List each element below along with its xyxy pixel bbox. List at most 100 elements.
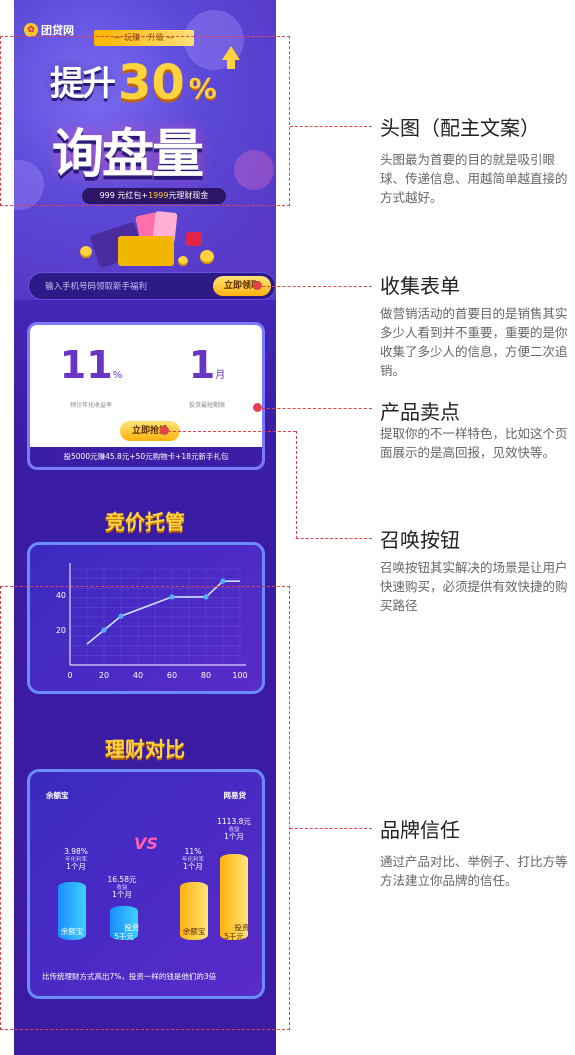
bonus-text-a: 999 元红包+: [99, 191, 149, 200]
gift-illustration: [74, 210, 224, 269]
x-tick-label: 0: [67, 671, 72, 680]
tuandai-bar-label: 余额宝: [182, 927, 206, 936]
vs-label: VS: [134, 834, 158, 853]
data-point: [101, 627, 107, 633]
yeb-income-caption: 收益: [116, 884, 128, 891]
hero-ribbon: — 玩赚 · 升级 —: [94, 30, 194, 46]
term-caption: 投资最短期限: [188, 402, 225, 409]
data-point: [169, 594, 175, 600]
tuandai-invest-label: 投资 5千元: [224, 923, 250, 941]
x-tick-label: 60: [167, 671, 177, 680]
annotation-body-trust: 通过产品对比、举例子、打比方等方法建立你品牌的信任。: [380, 854, 568, 888]
yeb-rate-bar: 余额宝: [58, 882, 86, 940]
tuandai-term: 1个月: [183, 861, 203, 871]
x-tick-label: 80: [201, 671, 211, 680]
coin-icon: [80, 246, 92, 258]
selling-footer: 投5000元赚45.8元+50元购物卡+18元新手礼包: [30, 447, 262, 467]
yeb-income-stat: 16.58元 收益 1个月: [100, 875, 144, 900]
line-chart: 0 20 40 60 80 100 20 40: [56, 563, 248, 680]
right-brand: 网易贷: [223, 791, 247, 800]
selling-point-card: 11% 预计年化收益率 1月 投资最短期限 立即抢投 投5000元赚45.8元+…: [27, 322, 265, 470]
annotation-title-trust: 品牌信任: [380, 818, 460, 842]
yeb-term: 1个月: [66, 861, 86, 871]
data-point: [220, 578, 226, 584]
x-tick-label: 20: [99, 671, 109, 680]
tuandai-rate-stat: 11% 年化利率 1个月: [178, 847, 208, 872]
annotation-body-hero: 头图最为首要的目的就是吸引眼球、传递信息、用越简单越直接的方式越好。: [380, 152, 568, 205]
logo-text: 团贷网: [41, 24, 74, 37]
tuandai-rate: 11%: [184, 847, 202, 856]
annotation-title-hero: 头图（配主文案）: [380, 116, 540, 140]
trust-annotation-box: [0, 586, 290, 1030]
rate-value: 11: [59, 343, 113, 387]
yeb-rate-stat: 3.98% 年化利率 1个月: [56, 847, 96, 872]
term-unit: 月: [215, 370, 226, 381]
data-point: [203, 594, 209, 600]
gift-box: [118, 236, 174, 266]
x-tick-label: 40: [133, 671, 143, 680]
section-title-bidding: 竞价托管: [105, 510, 185, 534]
tuandai-income-caption: 收益: [228, 826, 240, 833]
hero-connector: [290, 126, 372, 127]
compare-footer: 比传统理财方式高出7%，投资一样的钱是他们的3倍: [42, 972, 217, 981]
bonus-pill: 999 元红包+1999元理财现金: [82, 188, 226, 204]
form-connector: [262, 286, 372, 287]
section-title-compare: 理财对比: [105, 737, 185, 761]
headline-prefix: 提升: [50, 64, 116, 104]
term-value: 1: [188, 343, 216, 387]
yeb-invest-label: 投资 5千元: [114, 923, 140, 941]
annotation-title-cta: 召唤按钮: [380, 528, 460, 552]
x-tick-label: 100: [232, 671, 247, 680]
yeb-bar-label: 余额宝: [60, 927, 84, 936]
coin-icon: [178, 256, 188, 266]
yeb-income-term: 1个月: [112, 889, 132, 899]
decor-bubble: [234, 150, 274, 190]
phone-input[interactable]: 输入手机号码领取新手福利: [45, 282, 148, 292]
hero-annotation-box: [0, 36, 290, 206]
y-tick-label: 40: [56, 591, 66, 600]
yeb-rate: 3.98%: [64, 847, 88, 856]
tuandai-income: 1113.8元: [217, 817, 251, 826]
tuandai-rate-bar: 余额宝: [180, 882, 208, 940]
rate-unit: %: [112, 370, 123, 381]
red-envelope: [186, 232, 202, 246]
landing-page-mockup: ✿ 团贷网 — 玩赚 · 升级 — 提升 30 % 询盘量 999 元红包+19…: [14, 0, 276, 1055]
brand-logo[interactable]: ✿ 团贷网: [24, 22, 74, 38]
data-point: [118, 613, 124, 619]
annotation-title-selling: 产品卖点: [380, 400, 460, 424]
yeb-income: 16.58元: [107, 875, 137, 884]
yeb-rate-caption: 年化利率: [64, 856, 87, 863]
headline-main: 询盘量: [52, 125, 204, 185]
headline-percent: %: [188, 72, 217, 105]
cta-marker-dot: [160, 426, 169, 435]
form-marker-dot: [253, 281, 262, 290]
compare-card: 余额宝 网易贷 VS 3.98% 年化利率 1个月 16.58元 收益 1个月 …: [27, 769, 265, 999]
bonus-text-c: 元理财现金: [168, 191, 209, 200]
y-tick-label: 20: [56, 626, 66, 635]
cta-connector-v: [296, 431, 297, 539]
annotation-body-form: 做营销活动的首要目的是销售其实多少人看到并不重要，重要的是你收集了多少人的信息，…: [380, 306, 568, 378]
left-brand: 余额宝: [46, 791, 69, 800]
chart-card: 0 20 40 60 80 100 20 40: [27, 542, 265, 694]
up-arrow-stem: [227, 59, 235, 69]
phone-form: 输入手机号码领取新手福利 立即领取: [28, 272, 276, 300]
annotation-title-form: 收集表单: [380, 274, 460, 298]
yeb-income-bar: 投资 5千元: [110, 906, 140, 941]
bonus-text-b: 1999: [148, 191, 169, 200]
cta-connector-h2: [296, 538, 372, 539]
hero-banner: ✿ 团贷网 — 玩赚 · 升级 — 提升 30 % 询盘量 999 元红包+19…: [14, 0, 276, 300]
selling-marker-dot: [253, 403, 262, 412]
trust-connector: [290, 828, 372, 829]
rate-metric: 11% 预计年化收益率: [36, 345, 146, 409]
headline-number: 30: [118, 55, 185, 111]
tuandai-income-term: 1个月: [224, 831, 244, 841]
coin-icon: [200, 250, 214, 264]
annotation-body-selling: 提取你的不一样特色，比如这个页面展示的是高回报，见效快等。: [380, 426, 568, 460]
up-arrow-icon: [222, 46, 240, 60]
annotation-body-cta: 召唤按钮其实解决的场景是让用户快速购买，必须提供有效快捷的购买路径: [380, 560, 568, 613]
tuandai-rate-caption: 年化利率: [181, 856, 204, 863]
rate-caption: 预计年化收益率: [69, 402, 112, 409]
logo-icon: ✿: [24, 23, 38, 37]
tuandai-income-stat: 1113.8元 收益 1个月: [212, 817, 256, 842]
cta-connector-h1: [168, 431, 296, 432]
